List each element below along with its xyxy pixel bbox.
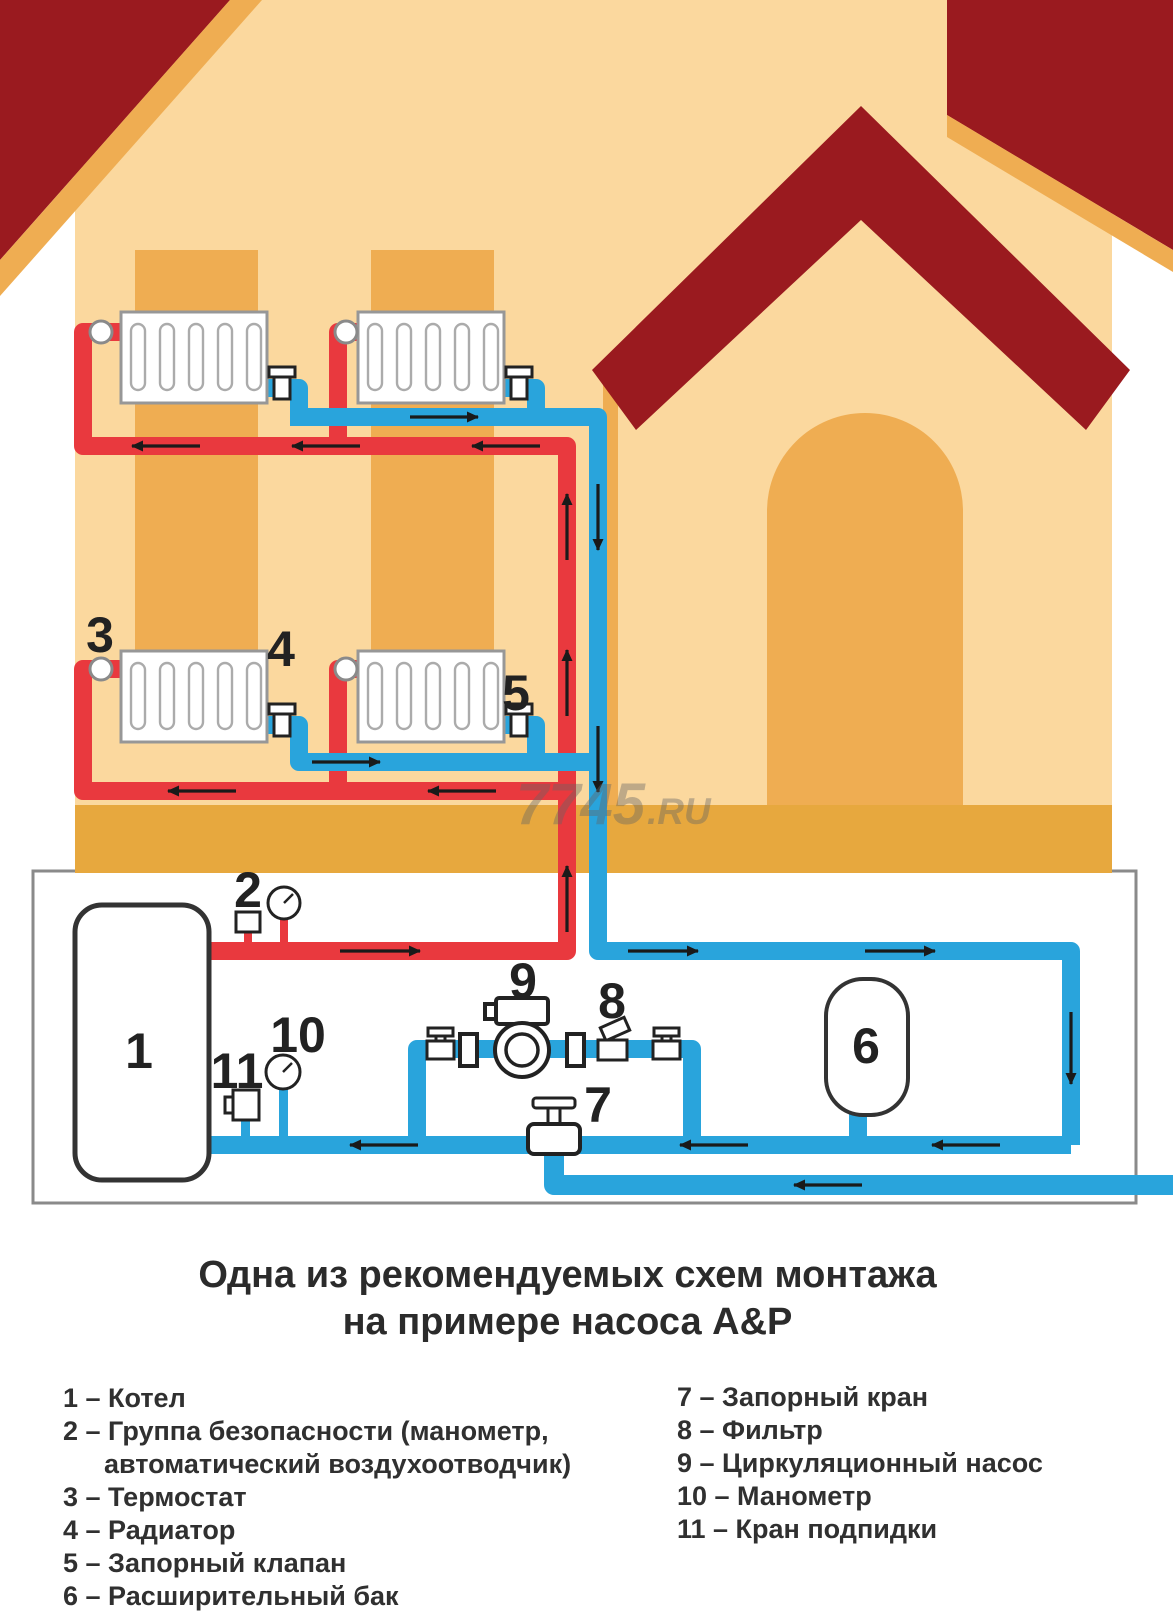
flow-arrows bbox=[131, 411, 1077, 1191]
legend-item-5: 5 – Запорный клапан bbox=[63, 1548, 347, 1578]
legend-left-column: 1 – Котел 2 – Группа безопасности (маном… bbox=[63, 1382, 571, 1613]
legend-right-column: 7 – Запорный кран 8 – Фильтр 9 – Циркуля… bbox=[677, 1381, 1043, 1546]
watermark-main: 7745 bbox=[516, 772, 646, 837]
pump-isolation-valve-right-icon bbox=[651, 1026, 682, 1061]
poster-title: Одна из рекомендуемых схем монтажа на пр… bbox=[0, 1252, 1135, 1346]
radiator-top-left bbox=[119, 310, 269, 405]
thermostat-icon-3 bbox=[88, 656, 114, 682]
radiator-valve-icon-d bbox=[504, 702, 534, 738]
legend-item-10: 10 – Манометр bbox=[677, 1481, 872, 1511]
diagram-label-4: 4 bbox=[267, 621, 295, 677]
legend-item-8: 8 – Фильтр bbox=[677, 1415, 823, 1445]
legend-item-3: 3 – Термостат bbox=[63, 1482, 247, 1512]
pump-icon bbox=[458, 996, 586, 1079]
filter-icon bbox=[596, 1015, 632, 1062]
roof-left-trim bbox=[0, 0, 262, 296]
watermark: 7745 .RU bbox=[516, 772, 712, 837]
radiator-top-right bbox=[356, 310, 506, 405]
diagram-label-10: 10 bbox=[270, 1007, 326, 1063]
diagram-labels: 1 2 3 4 5 6 7 8 9 10 11 bbox=[86, 607, 880, 1133]
legend-item-2-cont: автоматический воздухоотводчик) bbox=[104, 1449, 572, 1479]
thermostat-icon-1 bbox=[88, 319, 114, 345]
diagram-label-11: 11 bbox=[211, 1043, 264, 1099]
diagram-label-1: 1 bbox=[125, 1023, 153, 1079]
thermostat-icon-2 bbox=[333, 319, 359, 345]
radiator-valve-icon-a bbox=[267, 365, 297, 401]
poster-title-line2: на примере насоса A&P bbox=[342, 1301, 793, 1343]
legend-item-1: 1 – Котел bbox=[63, 1383, 186, 1413]
roof-right-trim bbox=[947, 115, 1173, 272]
radiator-valve-icon-c bbox=[267, 702, 297, 738]
manometer-icon bbox=[264, 1053, 302, 1091]
heating-scheme-diagram: 1 2 3 4 5 6 7 8 9 10 11 7745 .RU bbox=[0, 0, 1173, 1205]
porch-chevron-roof bbox=[592, 106, 1130, 430]
boiler bbox=[72, 902, 212, 1183]
legend-item-6: 6 – Расширительный бак bbox=[63, 1581, 399, 1611]
diagram-label-6: 6 bbox=[852, 1018, 880, 1074]
porch-arch-door bbox=[767, 413, 963, 860]
poster-title-line1: Одна из рекомендуемых схем монтажа bbox=[198, 1254, 937, 1296]
diagram-label-9: 9 bbox=[509, 953, 537, 1009]
shutoff-tap-icon bbox=[526, 1096, 582, 1156]
diagram-label-8: 8 bbox=[598, 973, 626, 1029]
safety-group-icon bbox=[234, 885, 302, 944]
watermark-suffix: .RU bbox=[647, 791, 712, 832]
diagram-label-3: 3 bbox=[86, 607, 114, 663]
diagram-label-2: 2 bbox=[234, 862, 262, 918]
diagram-label-5: 5 bbox=[502, 665, 530, 721]
thermostat-icon-4 bbox=[333, 656, 359, 682]
legend-item-7: 7 – Запорный кран bbox=[677, 1382, 929, 1412]
radiator-valve-icon-b bbox=[504, 365, 534, 401]
expansion-tank bbox=[824, 977, 910, 1117]
legend-item-11: 11 – Кран подпидки bbox=[677, 1514, 938, 1544]
fill-valve-icon bbox=[223, 1088, 261, 1122]
legend-item-2: 2 – Группа безопасности (манометр, bbox=[63, 1416, 549, 1446]
diagram-label-7: 7 bbox=[584, 1077, 612, 1133]
legend-item-9: 9 – Циркуляционный насос bbox=[677, 1448, 1043, 1478]
radiator-mid-left bbox=[119, 649, 269, 744]
roof-right-band bbox=[947, 0, 1173, 250]
pump-isolation-valve-left-icon bbox=[425, 1026, 456, 1061]
radiator-mid-right bbox=[356, 649, 506, 744]
legend-item-4: 4 – Радиатор bbox=[63, 1515, 236, 1545]
